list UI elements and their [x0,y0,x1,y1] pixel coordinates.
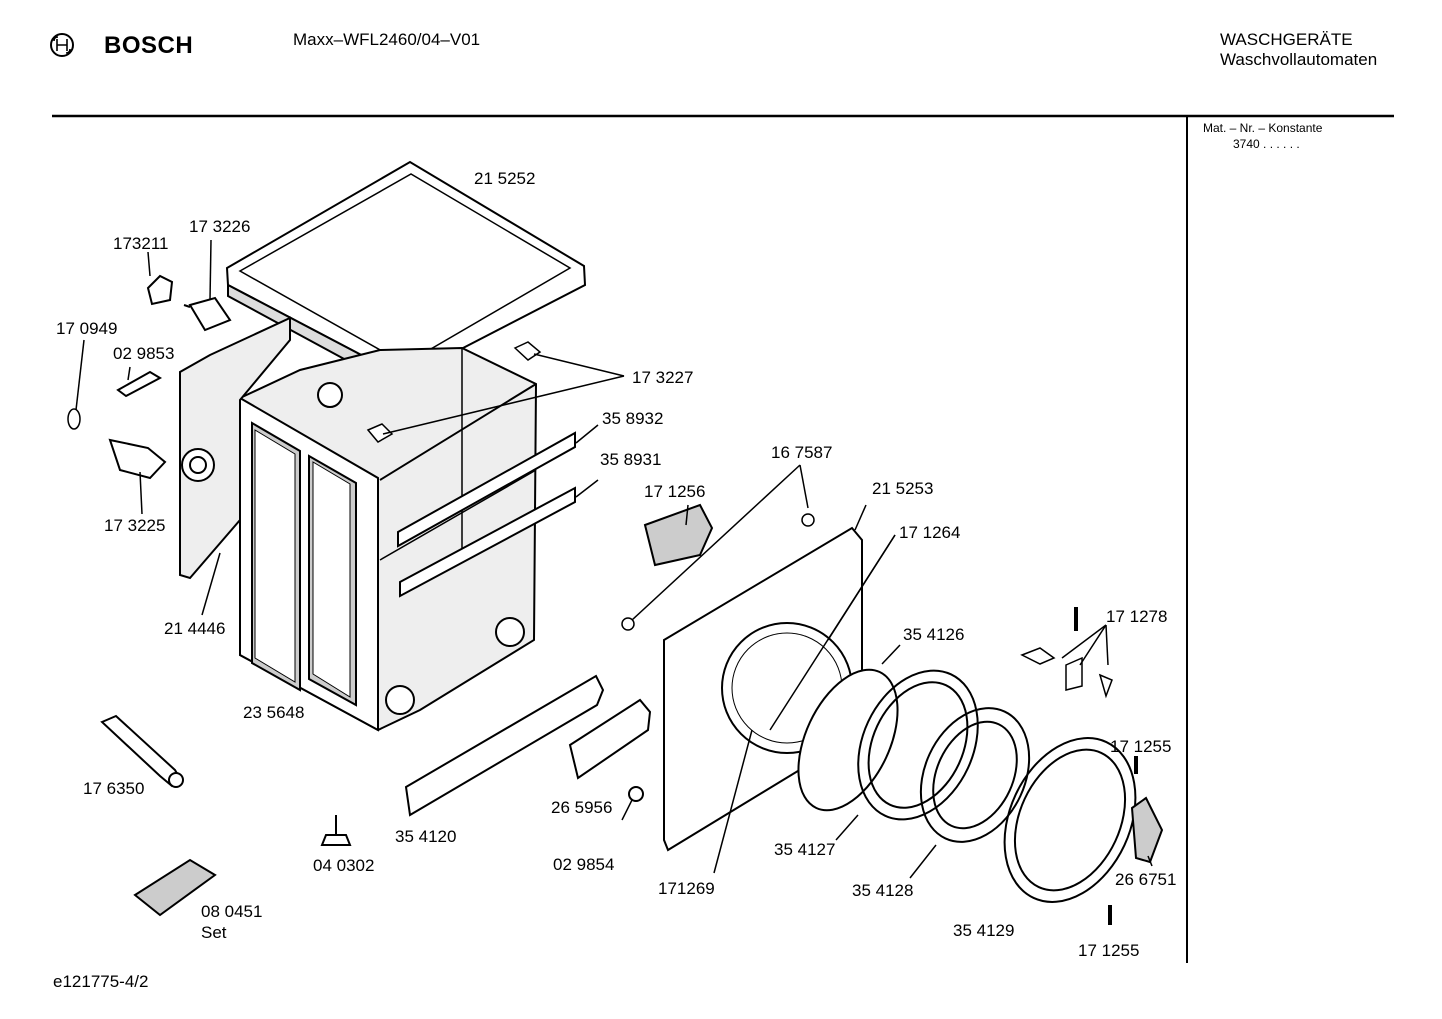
part-label: 17 0949 [56,319,118,338]
clip-029853-part [116,370,163,398]
hinge-clip-171278-part [1020,647,1113,699]
part-label: 35 4129 [953,921,1015,940]
part-label: 17 1255 [1078,941,1140,960]
bosch-logo-icon [50,33,74,57]
part-label: 35 4126 [903,625,965,644]
part-label: Set [201,923,227,942]
control-panel-part [404,674,605,817]
part-label: 21 4446 [164,619,226,638]
part-label: 17 1256 [644,482,706,501]
part-label: 26 5956 [551,798,613,817]
part-label: 35 4127 [774,840,836,859]
door-seal-part [797,668,899,812]
part-label: 17 3227 [632,368,694,387]
door-lock-part [643,503,714,567]
part-label: 08 0451 [201,902,263,921]
cross-rail-lower-part [399,486,576,598]
door-outer-ring-part [1003,737,1137,903]
part-label: 35 4120 [395,827,457,846]
leader-lines [75,239,1153,879]
part-label: 26 6751 [1115,870,1177,889]
brand-logo-text: BOSCH [104,32,194,59]
mat-nr-value: 3740 . . . . . . [1233,137,1300,151]
panel-cover-265956-part [568,698,652,780]
door-glass-part [919,707,1031,843]
part-label: 35 8932 [602,409,664,428]
part-label: 173211 [113,234,169,253]
pin-part [1074,607,1138,925]
spring-167587-part [621,513,815,631]
valve-173225-part [108,438,167,480]
cross-rail-upper-part [397,431,576,548]
transport-bracket-set-part [133,858,217,917]
part-label: 171269 [658,879,715,898]
part-label: 17 1264 [899,523,961,542]
part-label: 02 9853 [113,344,175,363]
part-label: 17 6350 [83,779,145,798]
mat-nr-title: Mat. – Nr. – Konstante [1203,121,1323,135]
part-label: 21 5253 [872,479,934,498]
model-number: Maxx–WFL2460/04–V01 [293,30,481,49]
category-subtitle: Waschvollautomaten [1220,50,1378,69]
part-label: 02 9854 [553,855,615,874]
part-label: 17 1278 [1106,607,1168,626]
valve-173226-part [183,296,232,332]
clip-173227-part [366,341,542,443]
part-label: 35 4128 [852,881,914,900]
part-label: 17 1255 [1110,737,1172,756]
part-label: 23 5648 [243,703,305,722]
cabinet-body-part [239,346,538,732]
clamp-170949-part [67,408,81,430]
part-label: 17 3225 [104,516,166,535]
drawing-code: e121775-4/2 [53,972,149,991]
knob-029854-part [628,786,644,802]
part-label: 35 8931 [600,450,662,469]
hinge-part [1130,796,1164,864]
adjustable-foot-part [320,815,352,846]
side-bracket-part [179,316,291,580]
part-label: 21 5252 [474,169,536,188]
part-label: 04 0302 [313,856,375,875]
part-label: 17 3226 [189,217,251,236]
hose-connector-173211-part [146,274,174,306]
part-label: 16 7587 [771,443,833,462]
door-inner-ring-part [857,669,979,821]
category-title: WASCHGERÄTE [1220,30,1353,49]
wrench-tool-part [100,714,184,788]
